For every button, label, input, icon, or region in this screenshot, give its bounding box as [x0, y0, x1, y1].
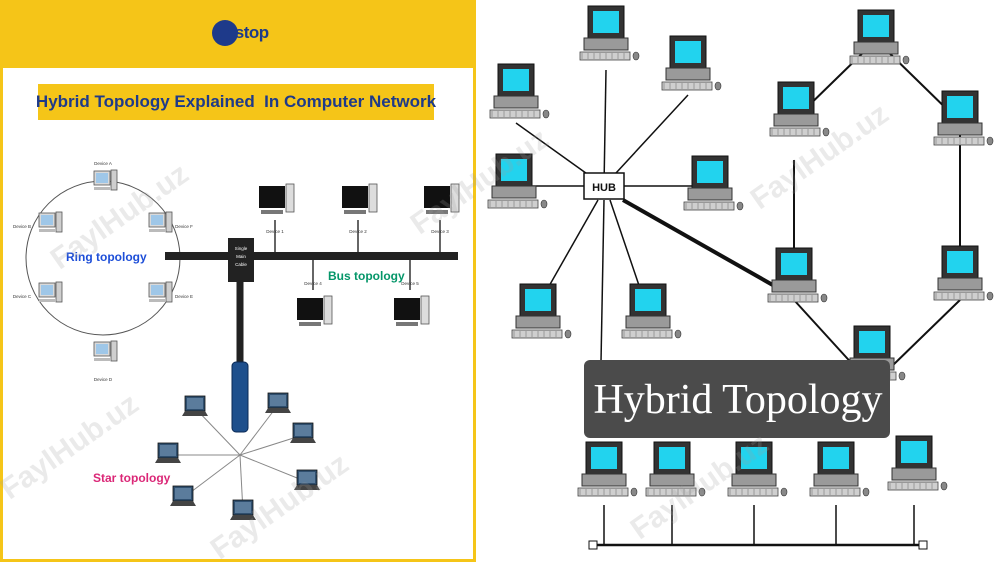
computer-icon — [887, 435, 948, 491]
ring-device-label: Device E — [175, 294, 193, 299]
ring-device-icon — [38, 211, 63, 233]
ring-device-icon — [93, 340, 118, 362]
star-laptop-icon — [290, 422, 316, 443]
svg-text:Main: Main — [236, 254, 246, 259]
ring-device-label: Device B — [13, 224, 31, 229]
ring-device-label: Device F — [175, 224, 193, 229]
ring-device-label: Device A — [94, 161, 112, 166]
star-laptop-icon — [155, 442, 181, 463]
bus-device-label: Device 5 — [401, 281, 419, 286]
star-switch-icon — [231, 361, 249, 433]
content-frame — [0, 68, 476, 562]
bus-device-label: Device 3 — [431, 229, 449, 234]
bus-topology-label: Bus topology — [328, 269, 405, 283]
computer-icon — [933, 245, 994, 301]
bus-device-icon — [424, 183, 460, 214]
ring-device-icon — [93, 169, 118, 191]
ring-device-icon — [148, 211, 173, 233]
right-diagram-panel: HUB Hybrid Topology — [476, 0, 1000, 562]
bus-terminator — [588, 540, 598, 550]
star-laptop-icon — [170, 485, 196, 506]
right-computers — [487, 5, 994, 497]
star-laptop-icon — [294, 469, 320, 490]
computer-icon — [487, 153, 548, 209]
bus-device-icon — [342, 183, 378, 214]
bus-device-icon — [297, 295, 333, 326]
svg-text:Cable: Cable — [235, 262, 247, 267]
computer-icon — [577, 441, 638, 497]
star-topology-label: Star topology — [93, 471, 171, 485]
computer-icon — [511, 283, 572, 339]
computer-icon — [645, 441, 706, 497]
hybrid-topology-banner — [584, 360, 890, 438]
computer-icon — [683, 155, 744, 211]
main-cable-label: Single — [235, 246, 248, 251]
computer-icon — [933, 90, 994, 146]
computer-icon — [661, 35, 722, 91]
star-laptop-icon — [182, 395, 208, 416]
main-cable-box — [228, 238, 254, 282]
computer-icon — [621, 283, 682, 339]
bus-devices: Device 1 Device 2 Device 3 Device 4 Device 5 — [259, 183, 460, 326]
header-band — [0, 0, 476, 68]
bus-device-label: Device 4 — [304, 281, 322, 286]
ring-device-label: Device D — [94, 377, 113, 382]
ring-device-icon — [38, 281, 63, 303]
computer-icon — [809, 441, 870, 497]
star-laptop-icon — [265, 392, 291, 413]
star-devices — [155, 392, 320, 520]
hub-box — [583, 172, 625, 200]
banner-title: Hybrid Topology — [593, 377, 882, 423]
unstop-logo-icon — [212, 20, 238, 46]
computer-icon — [849, 9, 910, 65]
computer-icon — [727, 441, 788, 497]
star-laptop-icon — [230, 499, 256, 520]
bus-device-label: Device 1 — [266, 229, 284, 234]
bus-device-icon — [259, 183, 295, 214]
left-infographic: unstop Hybrid Topology Explained In Comp… — [0, 0, 476, 562]
hub-label: HUB — [592, 182, 616, 194]
bus-terminator — [918, 540, 928, 550]
right-diagram: HUB Hybrid Topology — [487, 5, 994, 550]
bus-device-label: Device 2 — [349, 229, 367, 234]
computer-icon — [769, 81, 830, 137]
ring-topology-label: Ring topology — [66, 250, 147, 264]
ring-device-icon — [148, 281, 173, 303]
bus-device-icon — [394, 295, 430, 326]
computer-icon — [767, 247, 828, 303]
unstop-logo: unstop — [215, 23, 269, 42]
ring-device-label: Device C — [13, 294, 32, 299]
computer-icon — [579, 5, 640, 61]
page-title: Hybrid Topology Explained In Computer Ne… — [36, 84, 436, 120]
ring-devices: Device A Device F Device E Device D Device C… — [13, 161, 193, 382]
computer-icon — [489, 63, 550, 119]
